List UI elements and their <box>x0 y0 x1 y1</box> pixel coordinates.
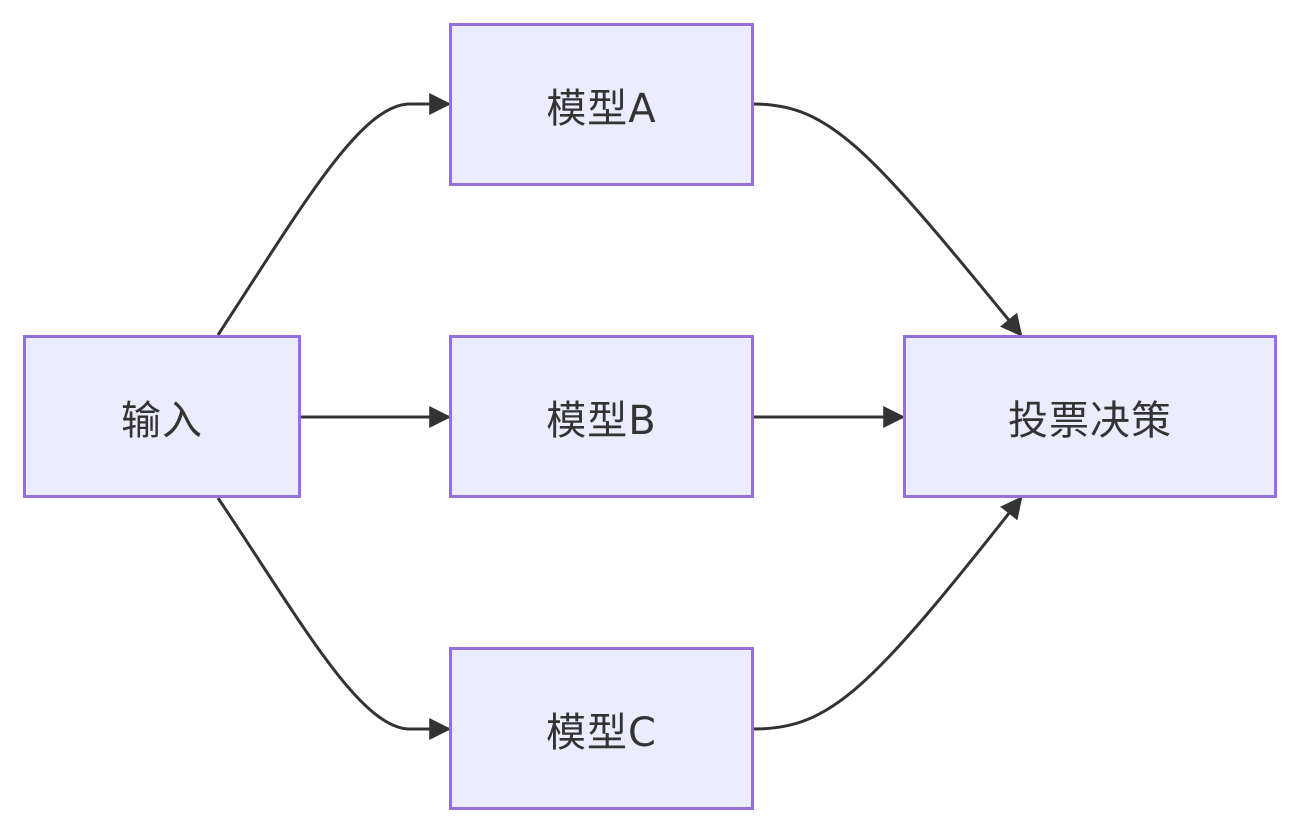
node-input-label: 输入 <box>121 397 203 444</box>
node-model-c-label: 模型C <box>546 709 657 756</box>
node-model-b: 模型B <box>449 335 754 498</box>
edge-input-to-model-c <box>216 497 452 740</box>
edge-model-a-to-vote <box>753 102 1023 337</box>
edge-input-to-model-a <box>216 93 452 336</box>
node-model-c: 模型C <box>449 647 754 810</box>
node-model-a-label: 模型A <box>546 85 657 132</box>
edge-model-c-to-vote <box>753 496 1023 731</box>
node-vote-decision-label: 投票决策 <box>1008 397 1172 444</box>
node-model-b-label: 模型B <box>546 397 657 444</box>
node-vote-decision: 投票决策 <box>903 335 1277 498</box>
node-input: 输入 <box>23 335 301 498</box>
node-model-a: 模型A <box>449 23 754 186</box>
